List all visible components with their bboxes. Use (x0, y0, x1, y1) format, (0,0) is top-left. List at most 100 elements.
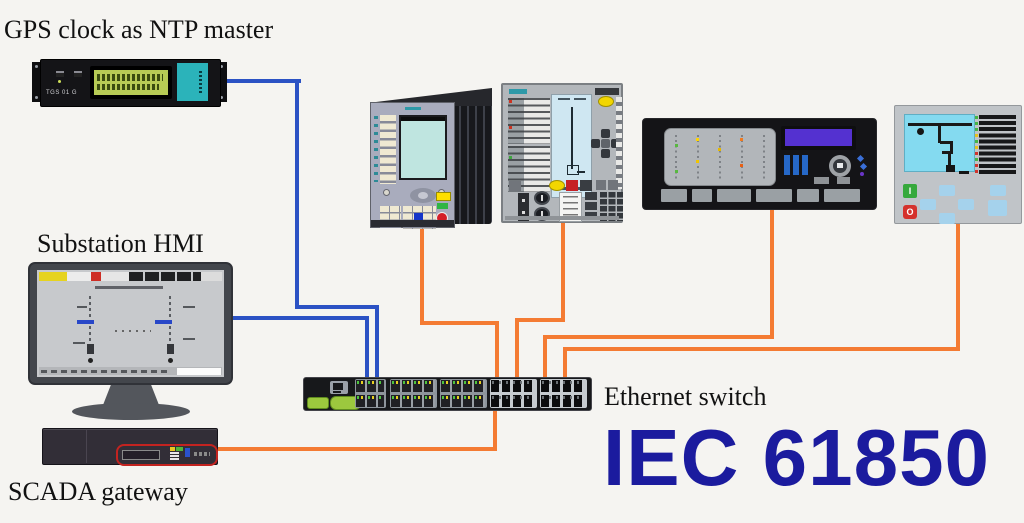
relay2-nav-enter (601, 139, 610, 148)
relay2-yellow-key-2 (549, 180, 565, 191)
switch-port-group-5 (540, 379, 587, 408)
relay3-lcd-frame (781, 126, 856, 150)
relay3-nav-wheel (829, 155, 851, 177)
hmi-breaker-right (167, 344, 174, 354)
port-leds (492, 381, 534, 384)
hmi-toolbar-white1 (67, 272, 91, 281)
hmi-breaker-left (87, 344, 94, 354)
relay2-display-header2 (574, 98, 586, 100)
relay2-nav-left (591, 139, 600, 148)
gps-lcd-screen (94, 70, 168, 95)
gps-brand-text-smudge (199, 71, 202, 95)
relay3-led-column (741, 135, 743, 181)
relay2-sld-tick (577, 171, 585, 173)
hmi-title-text (95, 286, 163, 289)
gps-lcd-line1 (97, 74, 163, 81)
scada-led-yellow (170, 447, 175, 451)
gps-screws (35, 65, 38, 68)
relay4-sld-step3 (942, 151, 953, 154)
relay1-lcd-header (401, 117, 445, 121)
ethernet-switch-label: Ethernet switch (604, 382, 767, 411)
relay2-toggle-dots (522, 199, 525, 202)
relay2-rotary-knob-1 (534, 191, 550, 205)
hmi-blue-label-right (155, 320, 172, 324)
gps-clock-label: GPS clock as NTP master (4, 15, 274, 44)
relay3-button (756, 189, 792, 202)
relay3-purple-dot (860, 172, 864, 176)
relay2-red-button (566, 180, 578, 191)
relay2-side-terminal-column (616, 97, 622, 189)
scada-slot (122, 450, 160, 460)
relay2-grey-button-1 (509, 181, 521, 191)
relay2-yellow-key (598, 96, 614, 107)
hmi-tick-2 (183, 306, 195, 308)
gps-status-dot (58, 80, 61, 83)
relay1-brand-stripe (405, 107, 421, 110)
relay1-nav-cluster (410, 188, 436, 203)
hmi-node-left (88, 358, 93, 363)
relay3-led-column (697, 135, 699, 181)
iec-61850-title: IEC 61850 (603, 413, 991, 502)
hmi-tick-4 (183, 338, 195, 340)
switch-port-group-1 (355, 379, 386, 408)
relay2-brand-label-left (509, 89, 527, 94)
relay2-grey-button-3 (608, 180, 618, 190)
relay1-lcd (399, 115, 447, 180)
relay1-base-strip (371, 220, 454, 227)
relay4-nav-right (958, 199, 974, 210)
relay4-sld-node (917, 128, 924, 135)
link-scada-seg1 (493, 407, 497, 451)
relay1-yellow-button (436, 192, 451, 201)
relay1-front-panel (370, 102, 455, 229)
scada-panel-divider (86, 430, 87, 463)
link-gps-seg3 (295, 305, 379, 309)
relay4-sld-drop2 (948, 154, 951, 168)
relay3-button (824, 189, 860, 202)
link-relay1-seg2 (420, 321, 499, 325)
port-leds (357, 381, 383, 384)
link-relay3-seg2 (543, 335, 774, 339)
relay4-close-button: I (903, 184, 917, 198)
hmi-tick-3 (73, 342, 85, 344)
relay4-sld-breaker (946, 165, 955, 172)
relay1-green-button (437, 203, 448, 209)
console-port-inner (333, 383, 343, 390)
relay4-nav-down (939, 213, 955, 224)
hmi-feeder-right (169, 296, 171, 354)
monitor-stand-neck (103, 385, 159, 405)
hmi-tick-1 (77, 306, 87, 308)
link-relay1-seg3 (495, 321, 499, 379)
hmi-toolbar-yellow (39, 272, 67, 281)
link-hmi-seg2 (365, 316, 369, 379)
scada-gateway-label: SCADA gateway (8, 477, 188, 506)
gps-clock-device: TGS 01 G (32, 59, 227, 107)
hmi-node-right (168, 358, 173, 363)
relay2-knob2-pointer (541, 211, 543, 217)
link-gps-seg4 (375, 305, 379, 379)
relay2-nav-right (611, 139, 620, 148)
link-scada-seg2 (214, 447, 497, 451)
hmi-toolbar-white2 (101, 272, 129, 281)
relay1-nav-center (418, 192, 428, 199)
relay2-led-block-1 (508, 98, 550, 144)
link-relay2-seg3 (515, 318, 519, 379)
gps-model-label: TGS 01 G (46, 90, 78, 96)
relay4-function-button-1 (990, 185, 1006, 196)
relay3-small-button-2 (837, 177, 850, 184)
link-relay3-seg1 (770, 207, 774, 339)
relay2-nav-down (601, 149, 610, 158)
gps-lcd-line2 (97, 84, 159, 90)
relay1-blue-button (414, 213, 423, 220)
switch-port-group-4 (490, 379, 537, 408)
protection-relay-1 (365, 88, 492, 232)
link-gps-seg1 (227, 79, 301, 83)
scada-led-green (176, 447, 183, 451)
relay2-label-strip-text (563, 196, 578, 218)
relay2-dark-button (580, 180, 592, 191)
relay4-mimic-screen (904, 114, 975, 174)
relay3-button (692, 189, 712, 202)
protection-relay-4: I O (894, 105, 1022, 224)
relay3-led-column (719, 135, 721, 181)
relay1-housing-fins (453, 96, 492, 224)
